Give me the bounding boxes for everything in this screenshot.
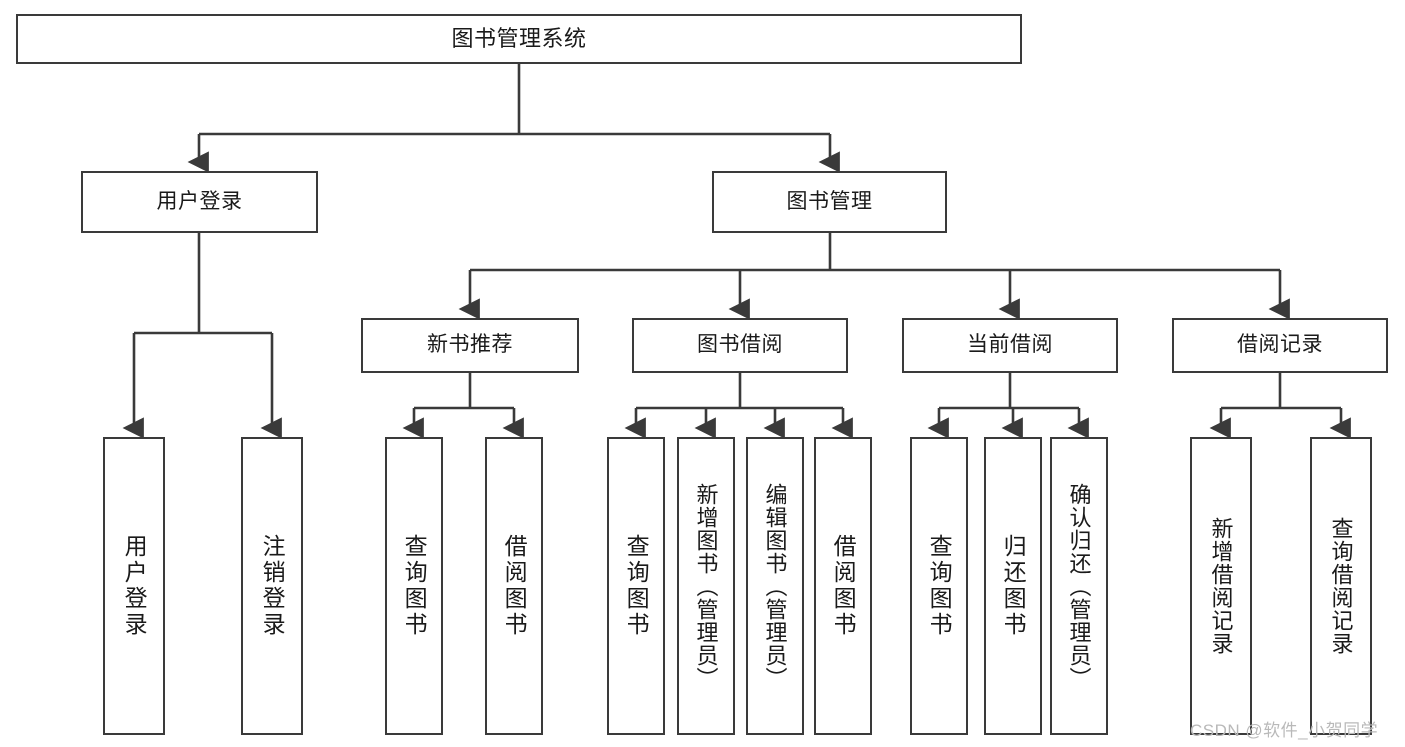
leaf-user-logout-label: 注销登录 — [259, 534, 286, 638]
node-user-login-label: 用户登录 — [156, 189, 243, 213]
leaf-return-book[interactable]: 归还图书 — [984, 437, 1042, 735]
node-user-login[interactable]: 用户登录 — [81, 171, 318, 233]
leaf-add-record-label: 新增借阅记录 — [1208, 517, 1234, 655]
leaf-borrow-book-2-label: 借阅图书 — [830, 534, 857, 638]
leaf-query-record-label: 查询借阅记录 — [1328, 517, 1354, 655]
node-root-label: 图书管理系统 — [451, 26, 587, 52]
node-new-book-rec[interactable]: 新书推荐 — [361, 318, 579, 373]
leaf-add-book-label: 新增图书（管理员） — [693, 482, 719, 690]
leaf-user-logout[interactable]: 注销登录 — [241, 437, 303, 735]
leaf-query-book-1-label: 查询图书 — [401, 534, 428, 638]
leaf-confirm-return-label: 确认归还（管理员） — [1066, 482, 1092, 690]
csdn-watermark: CSDN @软件_小贺同学 — [1190, 716, 1378, 741]
node-book-manage[interactable]: 图书管理 — [712, 171, 947, 233]
node-book-borrow-label: 图书借阅 — [697, 333, 783, 357]
node-borrow-record-label: 借阅记录 — [1237, 333, 1323, 357]
leaf-query-book-1[interactable]: 查询图书 — [385, 437, 443, 735]
leaf-add-record[interactable]: 新增借阅记录 — [1190, 437, 1252, 735]
leaf-return-book-label: 归还图书 — [1000, 534, 1027, 638]
leaf-edit-book[interactable]: 编辑图书（管理员） — [746, 437, 804, 735]
leaf-query-book-2-label: 查询图书 — [623, 534, 650, 638]
leaf-query-record[interactable]: 查询借阅记录 — [1310, 437, 1372, 735]
node-book-manage-label: 图书管理 — [786, 189, 873, 213]
leaf-confirm-return[interactable]: 确认归还（管理员） — [1050, 437, 1108, 735]
node-current-borrow[interactable]: 当前借阅 — [902, 318, 1118, 373]
node-borrow-record[interactable]: 借阅记录 — [1172, 318, 1388, 373]
leaf-borrow-book-2[interactable]: 借阅图书 — [814, 437, 872, 735]
leaf-user-login-label: 用户登录 — [121, 534, 148, 638]
node-book-borrow[interactable]: 图书借阅 — [632, 318, 848, 373]
node-new-book-rec-label: 新书推荐 — [427, 333, 513, 357]
node-root[interactable]: 图书管理系统 — [16, 14, 1022, 64]
csdn-watermark-text: CSDN @软件_小贺同学 — [1190, 721, 1379, 740]
leaf-borrow-book-1[interactable]: 借阅图书 — [485, 437, 543, 735]
leaf-user-login[interactable]: 用户登录 — [103, 437, 165, 735]
leaf-query-book-3-label: 查询图书 — [926, 534, 953, 638]
leaf-query-book-2[interactable]: 查询图书 — [607, 437, 665, 735]
leaf-query-book-3[interactable]: 查询图书 — [910, 437, 968, 735]
leaf-borrow-book-1-label: 借阅图书 — [501, 534, 528, 638]
leaf-add-book[interactable]: 新增图书（管理员） — [677, 437, 735, 735]
node-current-borrow-label: 当前借阅 — [967, 333, 1053, 357]
leaf-edit-book-label: 编辑图书（管理员） — [762, 482, 788, 690]
